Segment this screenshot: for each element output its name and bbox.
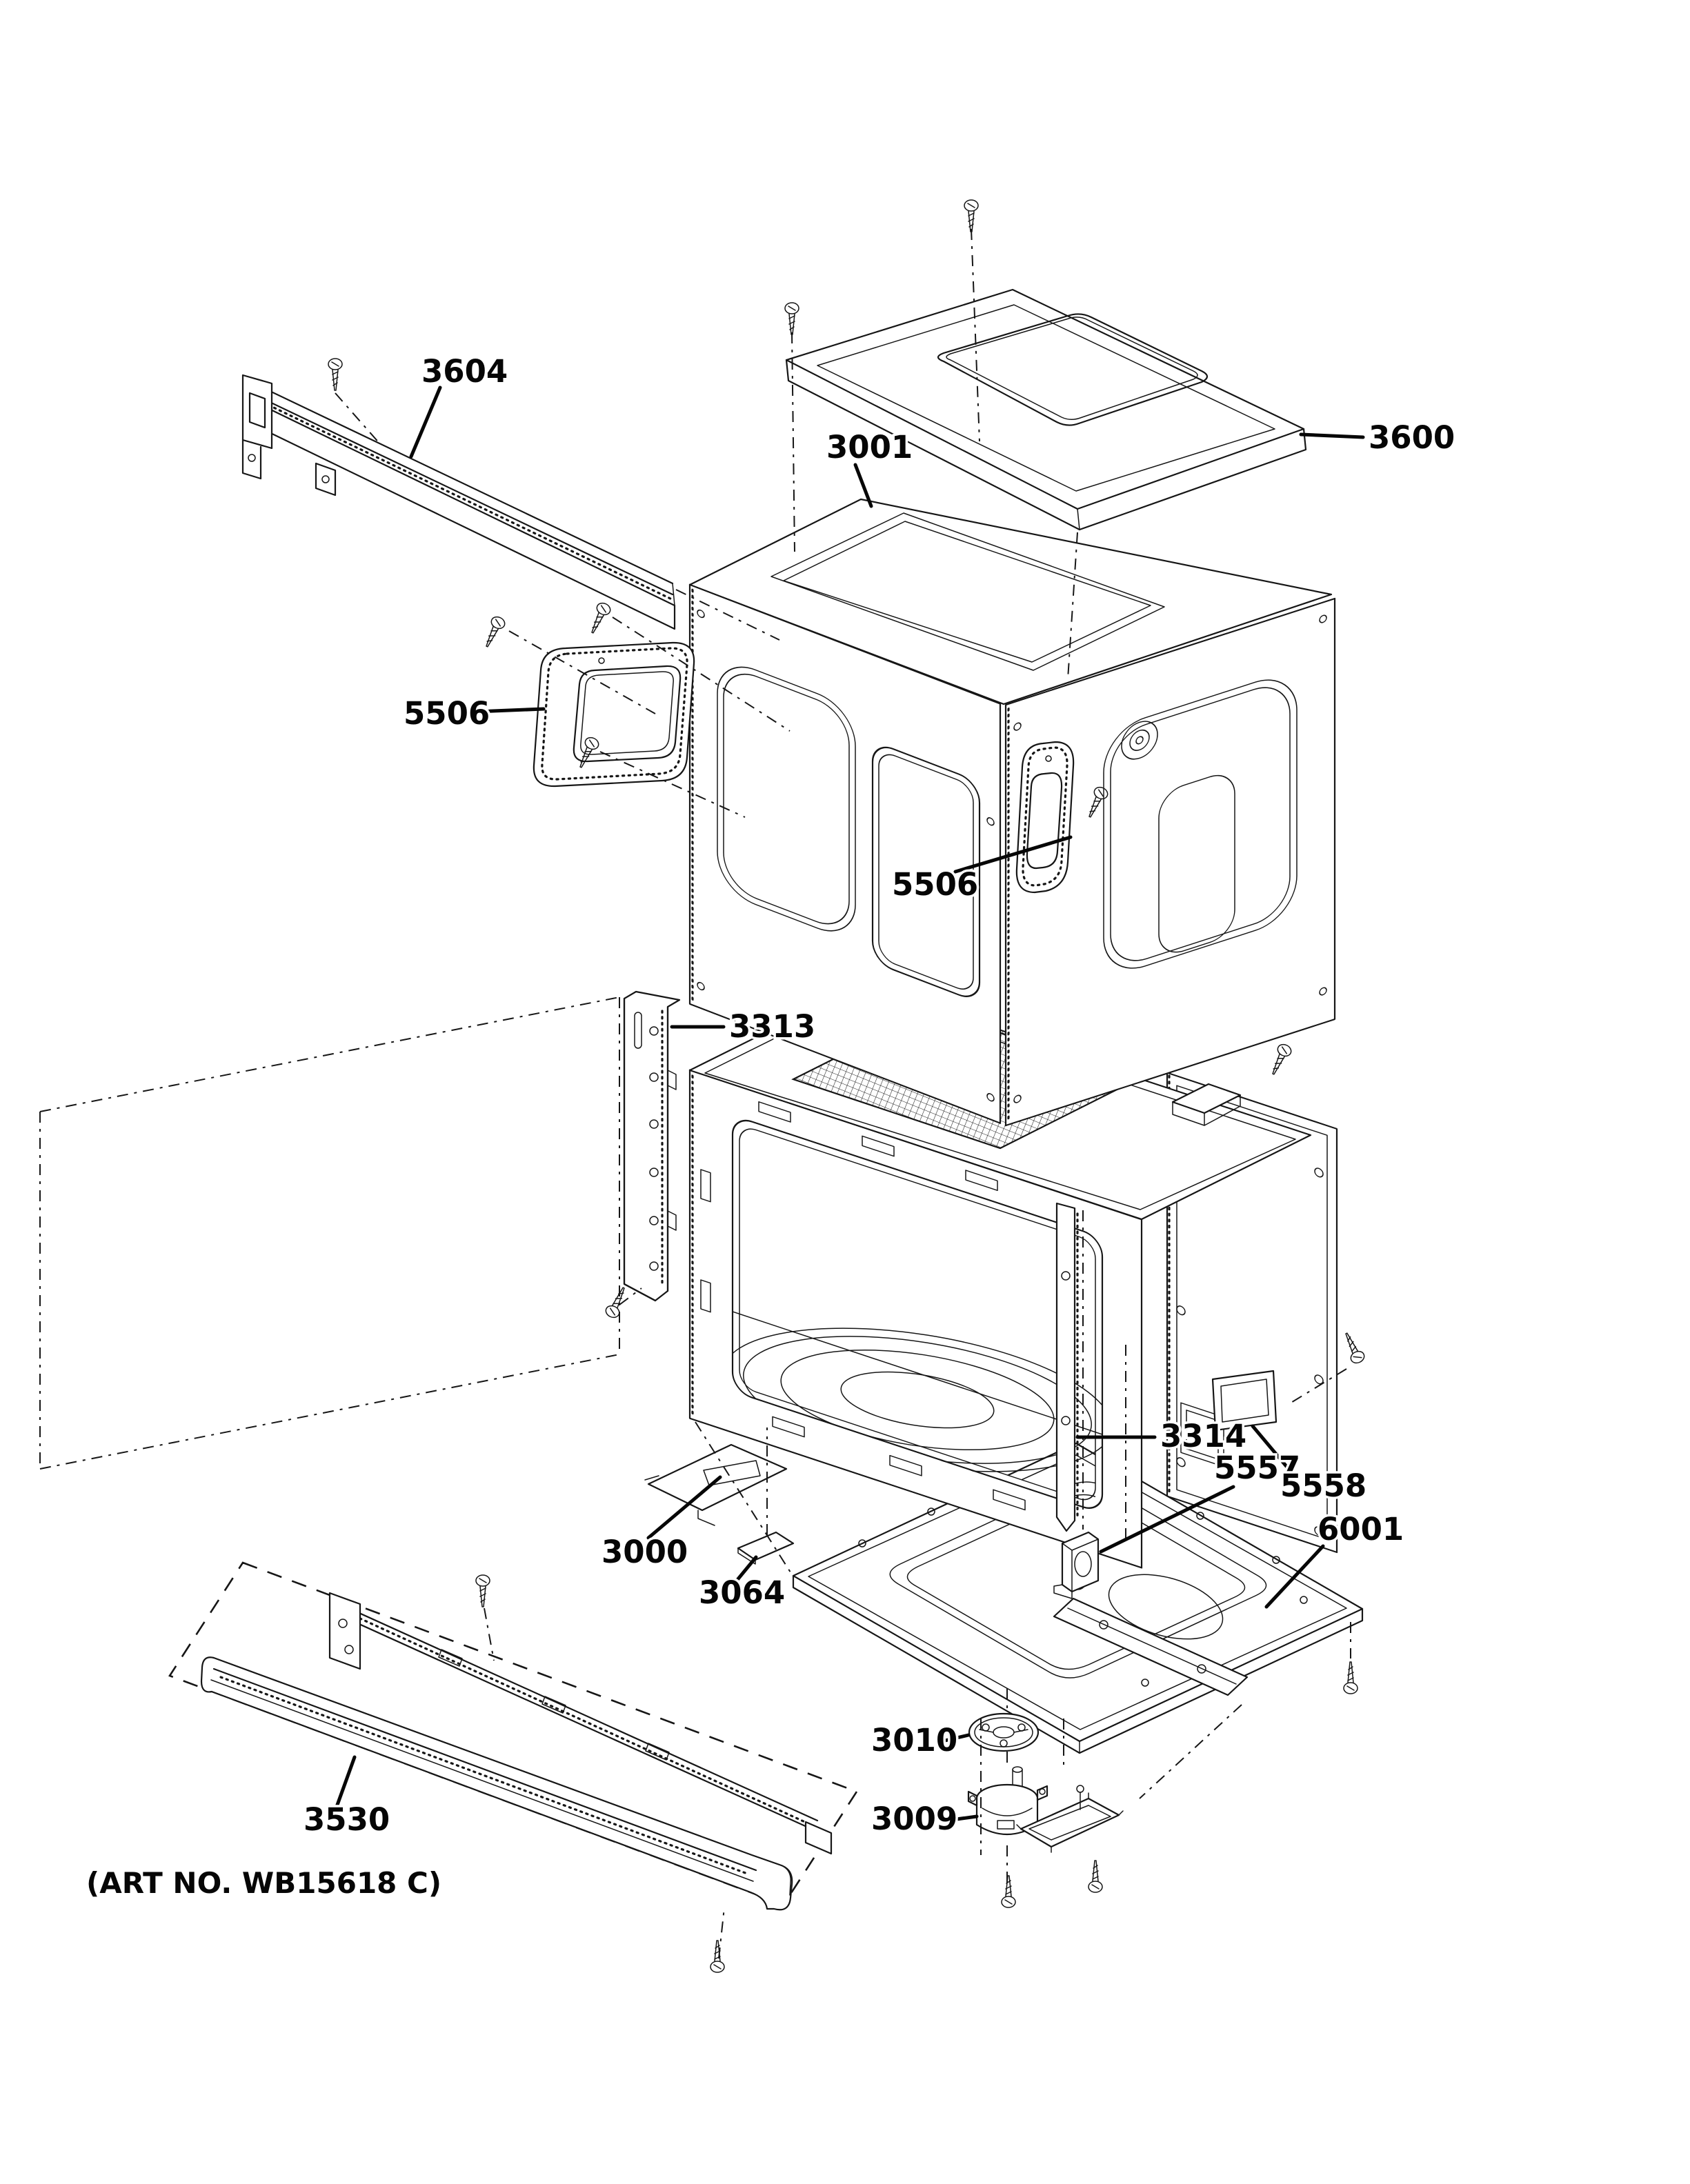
leader-3600 <box>1299 432 1365 439</box>
insulation-pad-3064 <box>737 1531 795 1565</box>
leader-3000 <box>646 1475 722 1540</box>
leader-5557 <box>1099 1485 1235 1554</box>
part-label-3000: 3000 <box>602 1534 688 1570</box>
outer-top-panel-3600 <box>785 288 1307 531</box>
vent-gasket-5506-right <box>1015 741 1075 894</box>
top-rail-3604 <box>241 374 676 630</box>
leader-3064 <box>735 1555 758 1583</box>
part-label-3314: 3314 <box>1160 1418 1246 1454</box>
part-label-6001: 6001 <box>1318 1511 1404 1547</box>
leader-lines <box>335 385 1365 1823</box>
screw-icon <box>1340 1330 1367 1366</box>
leader-3530 <box>335 1755 357 1809</box>
screw-icon <box>603 1284 630 1321</box>
screw-icon <box>1088 1860 1103 1893</box>
leader-5506-right <box>953 835 1073 874</box>
turntable-coupler-3010 <box>968 1712 1040 1752</box>
vent-gasket-5506-left <box>533 641 695 788</box>
waveguide-cover-3000 <box>644 1443 788 1526</box>
part-label-5558: 5558 <box>1280 1467 1366 1504</box>
screw-icon <box>1001 1875 1016 1908</box>
mounting-channel-3313 <box>623 990 681 1302</box>
part-label-3010: 3010 <box>871 1722 957 1759</box>
part-label-5506-left: 5506 <box>404 695 490 732</box>
screw-icon <box>480 614 508 650</box>
part-label-3530: 3530 <box>304 1801 390 1838</box>
screw-icon <box>710 1940 725 1973</box>
part-label-3604: 3604 <box>421 353 508 390</box>
motor-cover-plate <box>1016 1792 1124 1853</box>
divider-channel-3314 <box>1055 1202 1079 1532</box>
outer-wrapper-3001 <box>688 498 1336 1127</box>
leader-5558 <box>1251 1424 1291 1471</box>
part-label-5557: 5557 <box>1214 1450 1300 1486</box>
screw-icon <box>964 199 979 232</box>
leader-3010 <box>943 1733 971 1743</box>
cavity-top-bracket <box>1171 1083 1242 1126</box>
part-label-5506-right: 5506 <box>892 866 978 903</box>
part-label-3313: 3313 <box>729 1008 815 1045</box>
screw-icon <box>328 358 343 391</box>
base-pan-6001 <box>792 1442 1364 1754</box>
grille-dashed-box <box>168 1561 858 1906</box>
mounting-plane-dashed <box>39 996 620 1470</box>
screw-icon <box>1343 1661 1358 1694</box>
alignment-lines <box>335 228 1351 1959</box>
leader-6001 <box>1264 1544 1325 1609</box>
screw-icon <box>475 1574 490 1607</box>
screw-icon <box>586 600 613 637</box>
part-label-3600: 3600 <box>1369 419 1455 456</box>
leader-5506-left <box>474 707 546 714</box>
part-label-3001: 3001 <box>826 429 913 465</box>
leader-3001 <box>853 463 873 508</box>
screw-icon <box>784 302 799 335</box>
art-number: (ART NO. WB15618 C) <box>86 1866 441 1900</box>
leader-3604 <box>409 385 442 459</box>
part-label-3009: 3009 <box>871 1801 957 1837</box>
leader-3009 <box>944 1814 979 1823</box>
duct-cover-5558 <box>1211 1370 1278 1432</box>
air-duct-5557 <box>1053 1531 1100 1599</box>
part-label-3064: 3064 <box>699 1574 785 1611</box>
screw-icon <box>1266 1041 1294 1078</box>
vent-grille-3530 <box>200 1592 833 1911</box>
part-labels: 3604 3600 3001 5506 5506 3313 3314 5557 … <box>301 351 1458 1841</box>
